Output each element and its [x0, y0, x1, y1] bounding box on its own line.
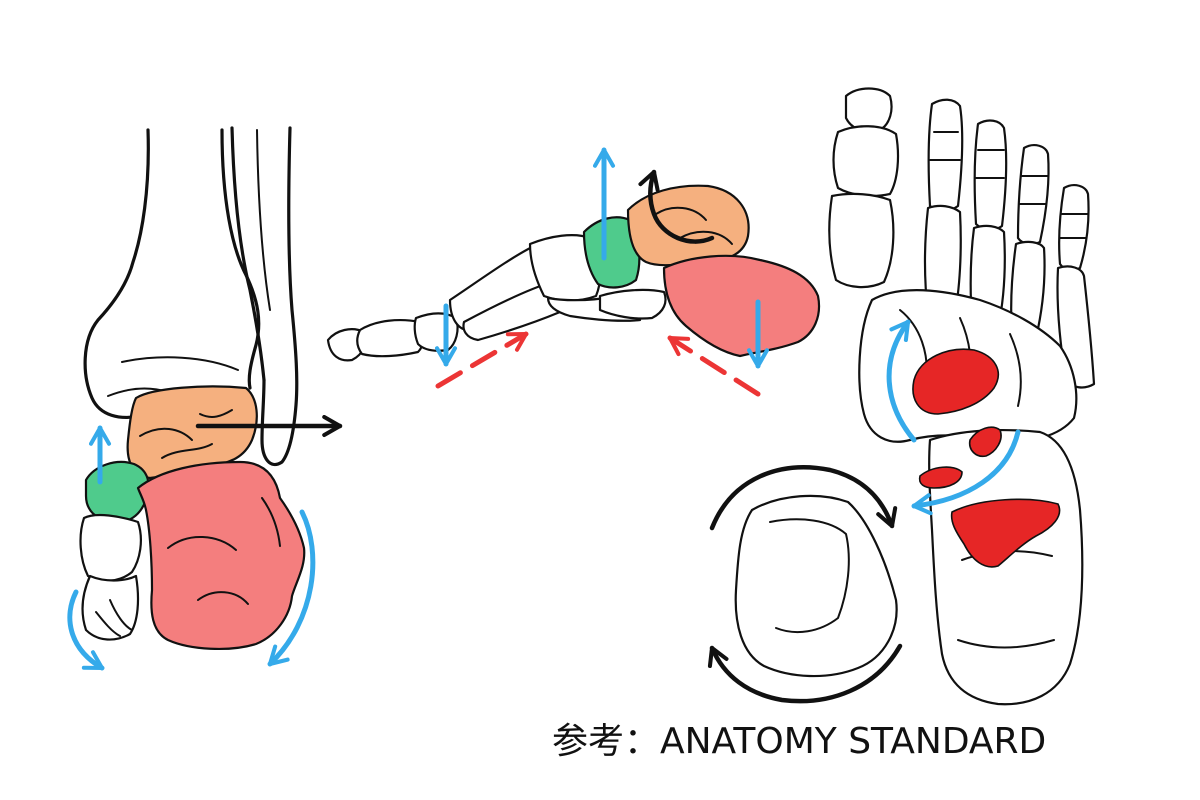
toe-phalanx-proximal — [413, 312, 459, 352]
cuneiform-stack — [79, 513, 142, 582]
rotate-clockwise-arrow-icon — [709, 465, 898, 531]
toes-group — [832, 87, 1090, 272]
reference-caption: 参考：ANATOMY STANDARD — [552, 721, 1047, 762]
toe-joint-lines — [929, 131, 1089, 239]
foot-dorsal-view — [707, 87, 1096, 706]
tibia-outline — [83, 128, 162, 420]
calcaneus-lateral — [662, 254, 821, 358]
navicular-lateral — [582, 216, 641, 289]
joint-highlight-2 — [968, 426, 1002, 458]
fibula-lateral-outline — [260, 126, 299, 467]
talus-detail — [139, 409, 233, 459]
talus-cross-section-detail — [769, 518, 850, 634]
metatarsal-base — [81, 574, 140, 641]
ankle-posterior-view — [67, 126, 343, 671]
big-toe-proximal — [832, 125, 900, 198]
heel-dashed-arrow-icon — [667, 335, 761, 397]
fibula-outline — [230, 126, 266, 382]
medial-curve-arrow-icon — [886, 319, 917, 443]
toe-phalanx-middle — [356, 319, 425, 358]
lateral-curve-arrow-icon — [911, 429, 1021, 516]
toe-3 — [973, 119, 1008, 231]
toe-5 — [1058, 184, 1090, 272]
talus-cross-section — [734, 494, 898, 678]
calcaneus-detail — [167, 497, 281, 605]
joint-highlight-1 — [912, 348, 999, 415]
cuboid-lower — [598, 288, 667, 320]
big-toe-distal — [844, 87, 893, 133]
calcaneus-plantar — [928, 429, 1084, 706]
talus-curve-arrow-icon — [638, 169, 715, 244]
joint-highlight-3 — [918, 466, 963, 489]
forefoot-lines — [95, 599, 133, 637]
toe-2 — [927, 98, 964, 212]
talus-lateral-detail — [655, 206, 733, 245]
calcaneus — [136, 460, 306, 651]
forefoot-dashed-arrow-icon — [435, 331, 529, 389]
rotate-counterclockwise-arrow-icon — [707, 643, 903, 704]
fibula-inner-line — [256, 129, 271, 311]
calcaneus-rotate-arrow-icon — [267, 509, 316, 667]
talus-lateral — [626, 184, 750, 267]
cuneiform-lateral — [528, 234, 602, 302]
tibia-medial-outline — [220, 128, 261, 390]
toe-4 — [1016, 144, 1050, 246]
tibia-articular-line — [121, 356, 239, 371]
joint-highlight-4 — [950, 498, 1061, 568]
metatarsal-1 — [828, 192, 895, 289]
foot-lateral-view — [326, 147, 821, 397]
forefoot-rotate-arrow-icon — [67, 589, 105, 671]
